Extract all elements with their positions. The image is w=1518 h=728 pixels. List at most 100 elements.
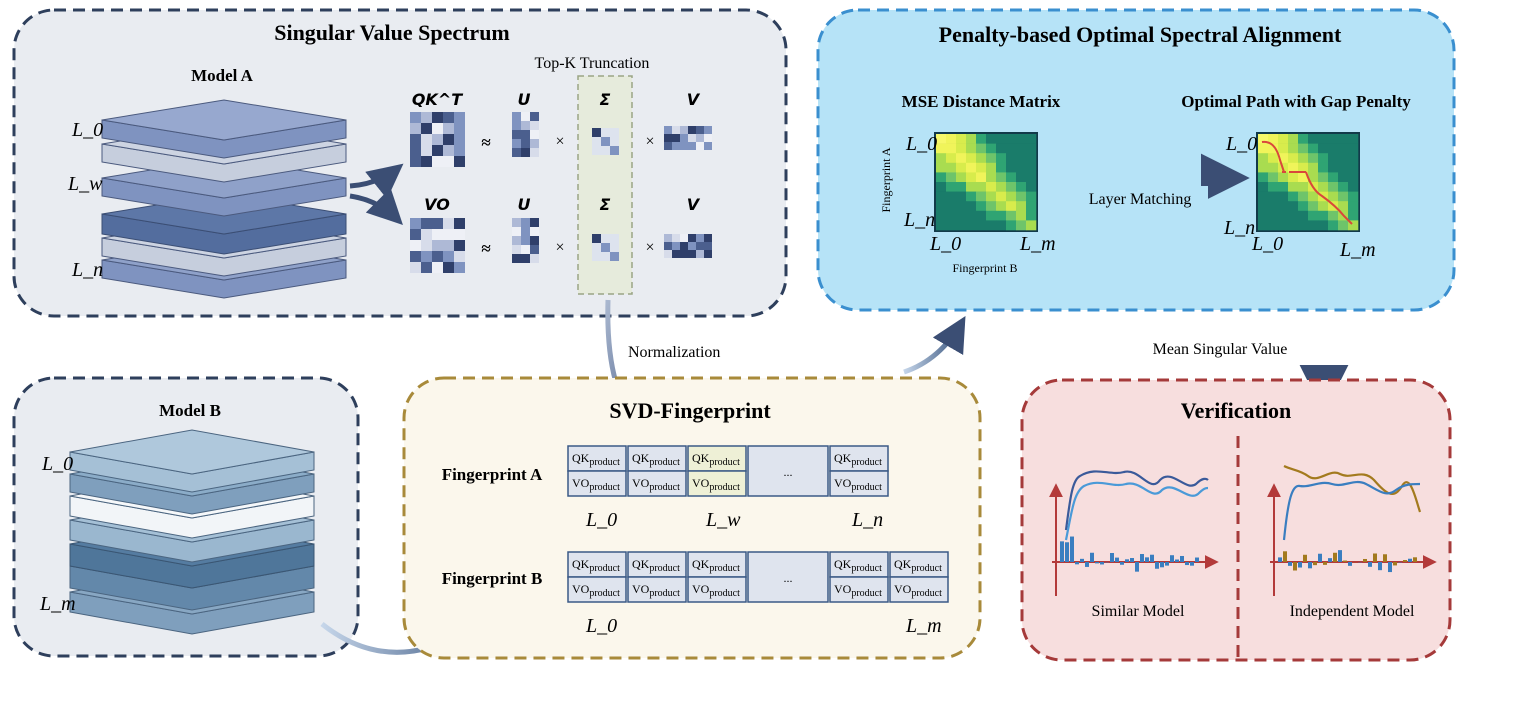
heatmap-cell <box>946 220 957 231</box>
heatmap-cell <box>976 182 987 192</box>
heatmap-cell <box>946 210 957 221</box>
bar <box>1070 536 1074 562</box>
bar <box>1413 557 1417 562</box>
mse-tick-x-lm: L_m <box>1019 233 1056 255</box>
bar <box>1085 562 1089 567</box>
heatmap-cell <box>1338 153 1349 164</box>
heatmap-cell <box>1308 153 1319 164</box>
v-matrix-2 <box>664 234 712 258</box>
heatmap-cell <box>1328 191 1339 202</box>
heatmap-cell <box>996 153 1007 164</box>
heatmap-cell <box>1338 134 1349 144</box>
heatmap-cell <box>936 172 947 183</box>
path-tick-ln: L_n <box>1223 217 1255 239</box>
heatmap-cell <box>1268 162 1279 173</box>
bar <box>1080 558 1084 562</box>
bar <box>1110 552 1114 562</box>
u-matrix-2 <box>512 218 539 263</box>
heatmap-cell <box>996 201 1007 212</box>
heatmap-cell <box>1278 191 1289 202</box>
bar <box>1403 560 1407 562</box>
heatmap-cell <box>966 143 977 154</box>
approx-2: ≈ <box>481 239 490 258</box>
heatmap-cell <box>986 134 997 144</box>
fp-sub-text: product <box>589 457 620 468</box>
model-a-lw: L_w <box>67 173 103 195</box>
heatmap-cell <box>966 134 977 144</box>
bar <box>1060 541 1064 562</box>
heatmap-cell <box>1348 182 1359 192</box>
heatmap-cell <box>1328 220 1339 231</box>
heatmap-cell <box>1016 201 1027 212</box>
heatmap-cell <box>966 220 977 231</box>
heatmap-cell <box>1348 191 1359 202</box>
qk-label: QK^T <box>412 90 463 109</box>
heatmap-cell <box>1278 172 1289 183</box>
heatmap-cell <box>1288 172 1299 183</box>
heatmap-cell <box>1328 182 1339 192</box>
fp-ellipsis-text: ... <box>784 465 793 479</box>
heatmap-cell <box>1348 162 1359 173</box>
svs-title: Singular Value Spectrum <box>274 20 510 45</box>
heatmap-cell <box>966 153 977 164</box>
heatmap-cell <box>996 191 1007 202</box>
posa-title: Penalty-based Optimal Spectral Alignment <box>939 22 1342 47</box>
fp-qk-cell <box>567 445 627 472</box>
fp-sub-text: product <box>589 482 620 493</box>
heatmap-cell <box>1278 182 1289 192</box>
fp-vo-cell <box>567 576 627 603</box>
fp-ellipsis-cell <box>747 551 829 603</box>
fp-sub-text: product <box>709 482 740 493</box>
heatmap-cell <box>1006 182 1017 192</box>
fp-sub-text: product <box>589 563 620 574</box>
times-2: × <box>645 133 654 150</box>
heatmap-cell <box>966 172 977 183</box>
heatmap-cell <box>1318 143 1329 154</box>
heatmap-cell <box>1338 220 1349 231</box>
bar <box>1115 557 1119 562</box>
similar-model-label: Similar Model <box>1092 603 1185 620</box>
heatmap-cell <box>1026 153 1037 164</box>
bar <box>1190 562 1194 566</box>
v-label-2: V <box>687 195 701 214</box>
heatmap-cell <box>1298 220 1309 231</box>
bar <box>1288 562 1292 566</box>
bar <box>1318 553 1322 562</box>
bar <box>1298 562 1302 568</box>
bar <box>1180 555 1184 562</box>
heatmap-cell <box>1278 134 1289 144</box>
heatmap-cell <box>1348 210 1359 221</box>
bar <box>1293 562 1297 571</box>
heatmap-cell <box>1318 210 1329 221</box>
heatmap-cell <box>1298 182 1309 192</box>
heatmap-cell <box>976 143 987 154</box>
heatmap-cell <box>946 172 957 183</box>
bar <box>1313 562 1317 566</box>
heatmap-cell <box>1258 220 1269 231</box>
heatmap-cell <box>1258 143 1269 154</box>
heatmap-cell <box>956 201 967 212</box>
heatmap-cell <box>1016 191 1027 202</box>
heatmap-cell <box>1308 210 1319 221</box>
heatmap-cell <box>1278 153 1289 164</box>
heatmap-cell <box>1288 182 1299 192</box>
heatmap-cell <box>1338 182 1349 192</box>
heatmap-cell <box>1026 210 1037 221</box>
bar <box>1373 553 1377 562</box>
heatmap-cell <box>1258 153 1269 164</box>
mse-title: MSE Distance Matrix <box>902 92 1061 111</box>
model-a-label: Model A <box>191 66 254 85</box>
bar <box>1095 562 1099 564</box>
heatmap-cell <box>946 153 957 164</box>
heatmap-cell <box>1268 210 1279 221</box>
u-label-1: U <box>518 90 531 109</box>
bar <box>1283 551 1287 562</box>
heatmap-cell <box>1348 143 1359 154</box>
bar <box>1145 557 1149 562</box>
heatmap-cell <box>1308 134 1319 144</box>
fp-qk-cell <box>889 551 949 578</box>
heatmap-cell <box>1006 172 1017 183</box>
heatmap-cell <box>1308 220 1319 231</box>
heatmap-cell <box>986 191 997 202</box>
